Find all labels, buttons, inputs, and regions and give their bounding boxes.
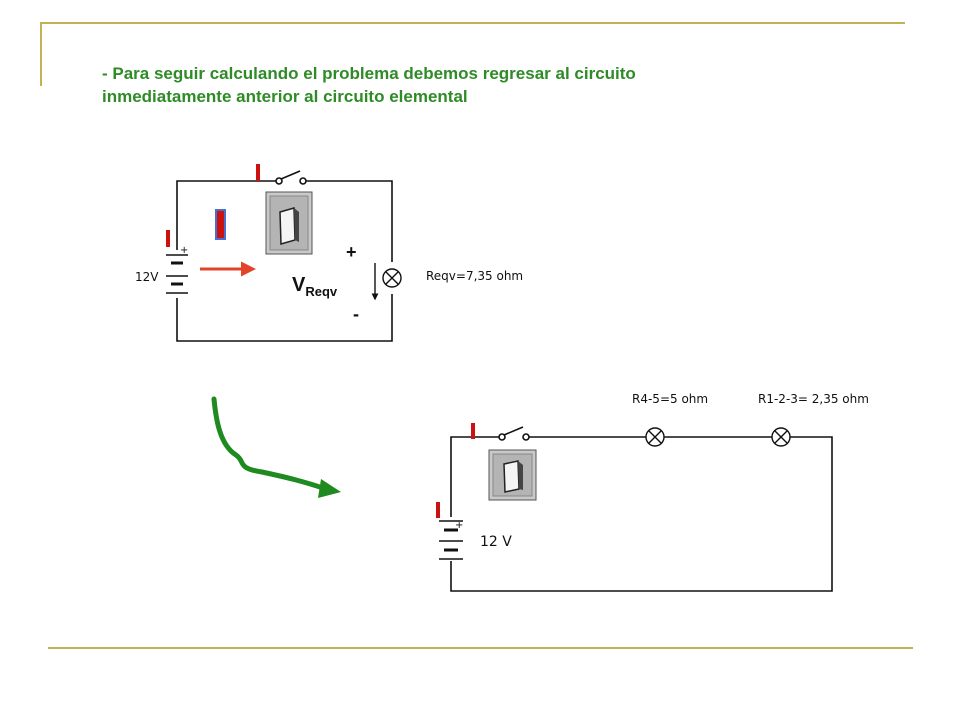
voltage-minus-sign: - <box>353 304 359 324</box>
transition-arrow-icon <box>211 396 341 498</box>
battery-icon <box>439 520 463 560</box>
frame-line-bottom <box>48 647 913 649</box>
lamp-icon <box>771 427 791 447</box>
lamp2-resistance-label: R1-2-3= 2,35 ohm <box>758 392 869 406</box>
battery-icon <box>166 254 188 294</box>
voltage-plus-sign: + <box>346 242 357 262</box>
heading-line-2: inmediatamente anterior al circuito elem… <box>102 87 468 106</box>
marker-icon <box>471 423 475 439</box>
battery-plus-label: + <box>180 245 188 256</box>
switch-icon <box>275 170 307 185</box>
frame-line-left <box>40 22 42 86</box>
lamp-icon <box>382 268 402 288</box>
toggle-switch-icon[interactable] <box>488 449 537 501</box>
toggle-switch-icon[interactable] <box>265 191 313 255</box>
heading-line-1: - Para seguir calculando el problema deb… <box>102 64 636 83</box>
frame-line-top <box>40 22 905 24</box>
battery-voltage-label: 12 V <box>480 534 512 550</box>
page-title: - Para seguir calculando el problema deb… <box>102 62 882 108</box>
circuit-top: + 12V + - VReqv Reqv=7,35 ohm <box>135 164 523 342</box>
circuit-bottom: + 12 V R4-5=5 ohm R1-2-3= 2,35 ohm <box>436 392 869 592</box>
marker-icon <box>436 502 440 518</box>
battery-voltage-label: 12V <box>135 270 159 284</box>
lamp1-resistance-label: R4-5=5 ohm <box>632 392 708 406</box>
circuit-bottom-wires <box>450 436 833 592</box>
circuit-top-wires <box>176 180 393 342</box>
resistor-equivalent-label: Reqv=7,35 ohm <box>426 269 523 283</box>
marker-icon <box>166 230 170 247</box>
battery-plus-label: + <box>455 520 463 531</box>
voltage-label: VReqv <box>292 274 338 299</box>
marker-icon <box>256 164 260 181</box>
voltage-subscript: Reqv <box>305 284 338 299</box>
switch-icon <box>498 426 530 441</box>
voltage-symbol: V <box>292 274 306 296</box>
lamp-icon <box>645 427 665 447</box>
marker-icon <box>217 211 224 238</box>
